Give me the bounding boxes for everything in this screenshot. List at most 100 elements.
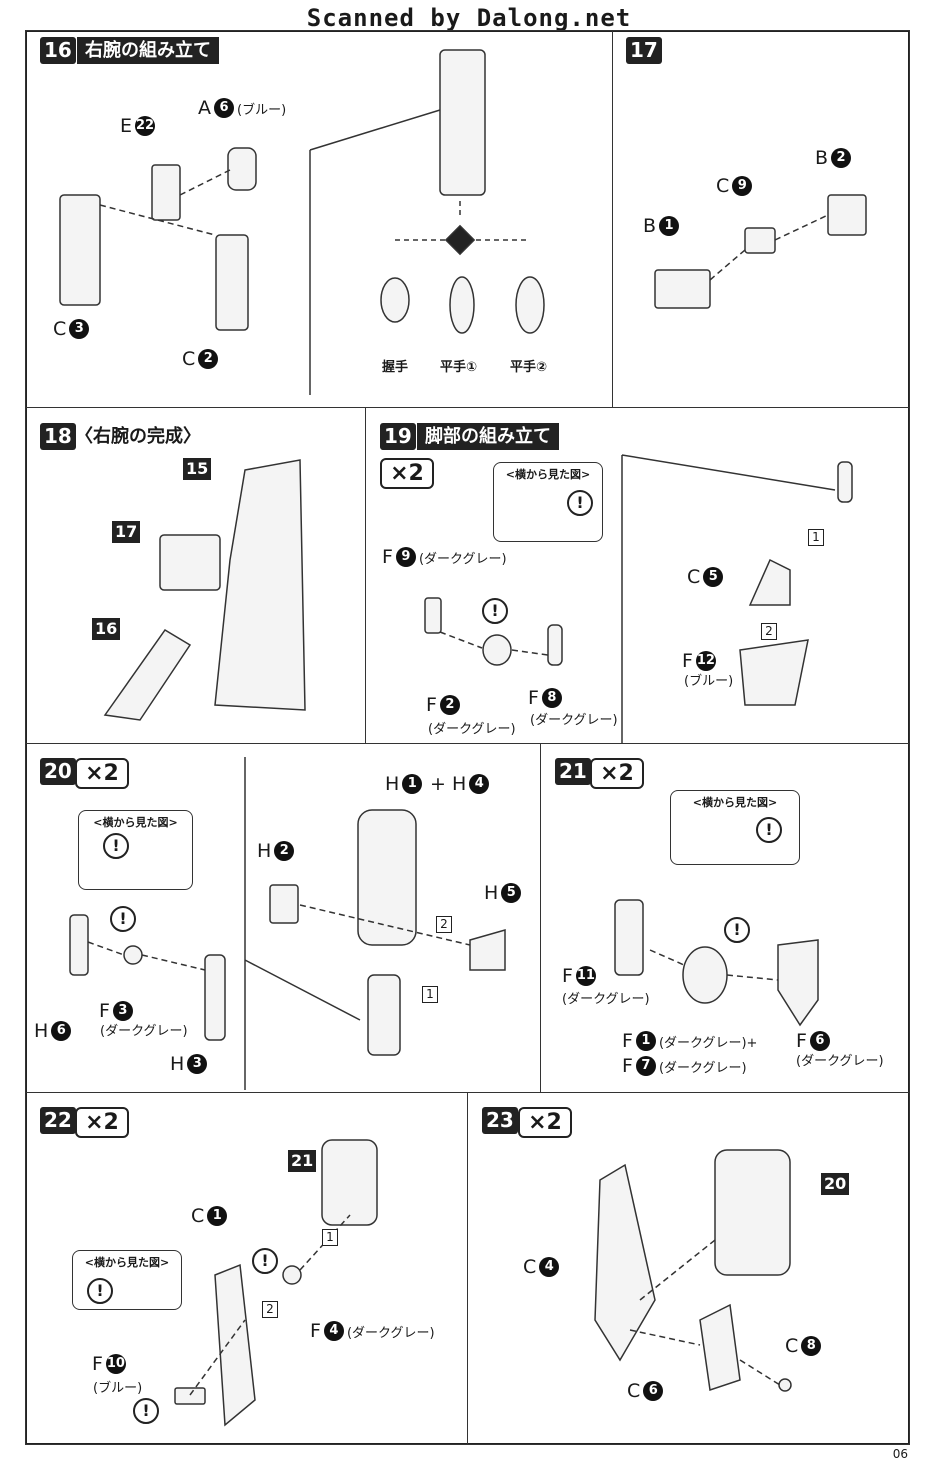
multiplier-badge: ×2 xyxy=(518,1107,572,1138)
step-number: 19 xyxy=(380,423,416,450)
page-number: 06 xyxy=(892,1447,908,1461)
assembly-order-number: 1 xyxy=(322,1229,338,1246)
part-letter: C xyxy=(191,1205,205,1227)
exclamation-icon: ! xyxy=(87,1278,113,1304)
part-letter: H xyxy=(385,773,400,795)
part-letter: F xyxy=(796,1030,807,1052)
multiplier-badge: ×2 xyxy=(590,758,644,789)
multiplier-badge: ×2 xyxy=(75,1107,129,1138)
step-number: 23 xyxy=(482,1107,518,1134)
exclamation-icon: ! xyxy=(103,833,129,859)
part-color-note: (ブルー) xyxy=(684,674,734,689)
part-number-badge: 2 xyxy=(439,695,460,715)
part-color-note: (ダークグレー) xyxy=(346,1325,435,1341)
scan-watermark: Scanned by Dalong.net xyxy=(306,4,632,32)
part-number-badge: 4 xyxy=(323,1321,344,1341)
step-title: 右腕の組み立て xyxy=(77,37,219,64)
part-letter: C xyxy=(687,566,701,588)
step-reference: 21 xyxy=(288,1150,317,1172)
part-letter: C xyxy=(627,1380,641,1402)
part-number-badge: 7 xyxy=(635,1056,656,1076)
part-color-note: (ブルー) xyxy=(93,1381,143,1396)
part-number-badge: 8 xyxy=(541,688,562,708)
part-letter: F xyxy=(382,546,393,568)
part-letter: F xyxy=(426,694,437,716)
part-number-badge: 12 xyxy=(695,651,716,671)
step-number: 17 xyxy=(626,37,662,64)
part-color-note: (ダークグレー) xyxy=(562,992,650,1007)
assembly-order-number: 2 xyxy=(262,1301,278,1318)
part-number-badge: 1 xyxy=(402,774,423,794)
part-number-badge: 3 xyxy=(69,319,90,339)
part-number-badge: 9 xyxy=(732,176,753,196)
part-number-badge: 1 xyxy=(207,1206,228,1226)
exclamation-icon: ! xyxy=(724,917,750,943)
part-letter: F xyxy=(622,1055,633,1077)
part-letter: B xyxy=(815,147,829,169)
part-color-note: (ダークグレー) xyxy=(530,713,618,728)
panel-step-23 xyxy=(467,1092,910,1445)
assembly-order-number: 1 xyxy=(808,529,824,546)
exclamation-icon: ! xyxy=(482,598,508,624)
part-letter: C xyxy=(53,318,67,340)
step-reference: 16 xyxy=(92,618,121,640)
part-color-note: (ダークグレー) xyxy=(100,1024,188,1039)
part-letter: F xyxy=(92,1353,103,1375)
hand-option-label: 平手② xyxy=(510,360,548,375)
part-number-badge: 1 xyxy=(659,216,680,236)
part-number-badge: 10 xyxy=(105,1354,126,1374)
side-view-callout: <横から見た図> xyxy=(78,810,193,890)
multiplier-badge: ×2 xyxy=(75,758,129,789)
part-number-badge: 8 xyxy=(801,1336,822,1356)
step-reference: 20 xyxy=(821,1173,850,1195)
step-title: 〈右腕の完成〉 xyxy=(75,426,201,447)
part-number-badge: 11 xyxy=(575,966,596,986)
part-letter: + H xyxy=(430,773,467,795)
part-number-badge: 22 xyxy=(135,116,156,136)
part-number-badge: 2 xyxy=(831,148,852,168)
part-letter: E xyxy=(120,115,133,137)
part-number-badge: 5 xyxy=(703,567,724,587)
step-reference: 17 xyxy=(112,521,141,543)
assembly-order-number: 1 xyxy=(422,986,438,1003)
part-number-badge: 6 xyxy=(809,1031,830,1051)
part-letter: F xyxy=(528,687,539,709)
part-letter: C xyxy=(716,175,730,197)
hand-option-label: 平手① xyxy=(440,360,478,375)
part-letter: H xyxy=(484,882,499,904)
part-letter: H xyxy=(257,840,272,862)
part-letter: F xyxy=(99,1000,110,1022)
step-number: 20 xyxy=(40,758,76,785)
part-number-badge: 1 xyxy=(635,1031,656,1051)
part-number-badge: 4 xyxy=(539,1257,560,1277)
part-color-note: (ダークグレー) xyxy=(418,551,507,567)
part-letter: A xyxy=(198,97,211,119)
step-number: 18 xyxy=(40,423,76,450)
part-letter: C xyxy=(182,348,196,370)
exclamation-icon: ! xyxy=(252,1248,278,1274)
